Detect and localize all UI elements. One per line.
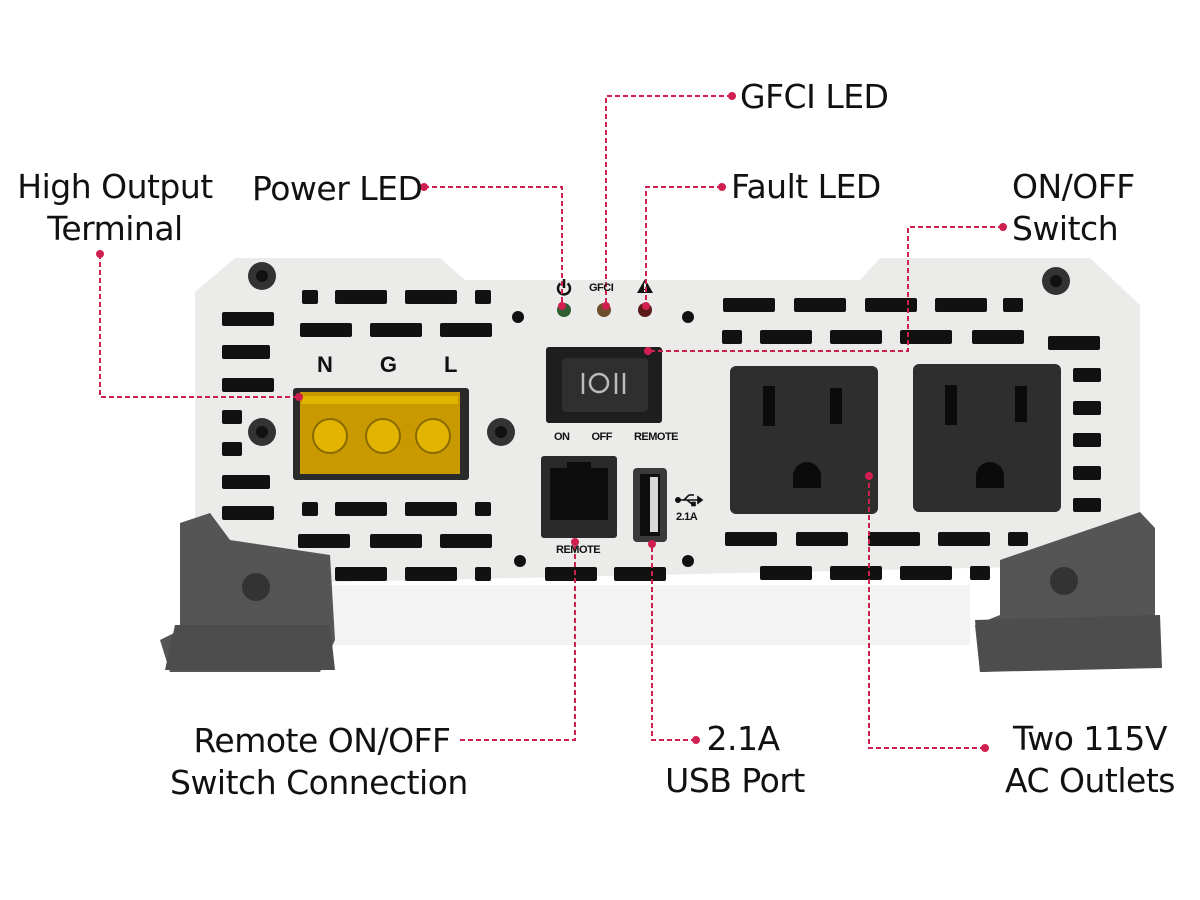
vent-slots (222, 290, 1101, 581)
ac-outlet-1[interactable] (730, 366, 878, 514)
ac-outlet-2[interactable] (913, 364, 1061, 512)
callout-text: Switch Connection (170, 763, 468, 802)
callout-text: Terminal (47, 209, 183, 248)
callout-power-led: Power LED (252, 169, 423, 208)
callout-ac-outlets: Two 115V AC Outlets (1000, 718, 1180, 802)
leader-switch (648, 226, 1003, 352)
callout-dots (96, 92, 1007, 752)
leader-outlets (868, 476, 985, 749)
callout-usb-port: 2.1A USB Port (660, 718, 810, 802)
switch-position-labels: ON OFF REMOTE (554, 430, 679, 444)
screw-icon (487, 418, 515, 446)
on-off-rocker-switch[interactable] (546, 347, 662, 423)
switch-label-on: ON (554, 431, 570, 443)
callout-text: High Output (17, 167, 213, 206)
mounting-holes (512, 311, 694, 567)
callout-fault-led: Fault LED (731, 167, 881, 206)
screw-icon (242, 573, 270, 601)
usb-port[interactable] (633, 468, 667, 542)
callout-text: 2.1A (706, 719, 780, 758)
leader-remote (460, 542, 576, 741)
screw-icon (1042, 267, 1070, 295)
callout-gfci-led: GFCI LED (740, 77, 889, 116)
callout-on-off-switch: ON/OFF Switch (1012, 166, 1135, 250)
callout-text: Remote ON/OFF (193, 721, 451, 760)
terminal-screw-l (415, 418, 451, 454)
panel-base (210, 585, 970, 645)
screw-icon (248, 418, 276, 446)
leader-fault-led (645, 186, 722, 306)
callout-text: Two 115V (1013, 719, 1167, 758)
usb-rating-label: 2.1A (676, 511, 698, 523)
terminal-screw-g (365, 418, 401, 454)
left-foot (160, 513, 335, 672)
leader-gfci-led (605, 95, 732, 306)
leader-terminal (99, 254, 299, 398)
leader-power-led (424, 186, 563, 306)
leader-usb (651, 544, 696, 741)
switch-label-off: OFF (591, 431, 612, 443)
callout-text: USB Port (665, 761, 805, 800)
callout-text: Switch (1012, 209, 1119, 248)
callout-text: ON/OFF (1012, 167, 1135, 206)
remote-jack[interactable] (541, 456, 617, 538)
power-icon (556, 279, 572, 296)
terminal-label-g: G (379, 352, 397, 377)
switch-label-remote: REMOTE (633, 431, 679, 443)
callout-lines (99, 95, 1003, 749)
usb-icon (674, 494, 704, 507)
right-foot (975, 512, 1162, 672)
callout-remote-connection: Remote ON/OFF Switch Connection (170, 720, 468, 804)
terminal-label-l: L (444, 352, 457, 377)
gfci-printed-label: GFCI (589, 282, 614, 294)
terminal-screw-n (312, 418, 348, 454)
callout-text: AC Outlets (1005, 761, 1175, 800)
callout-high-output-terminal: High Output Terminal (10, 166, 220, 250)
high-output-terminal-block (293, 388, 469, 480)
screw-icon (1050, 567, 1078, 595)
terminal-label-n: N (317, 352, 333, 377)
screw-icon (248, 262, 276, 290)
terminal-labels: N G L (317, 352, 457, 378)
remote-jack-label: REMOTE (556, 544, 601, 556)
